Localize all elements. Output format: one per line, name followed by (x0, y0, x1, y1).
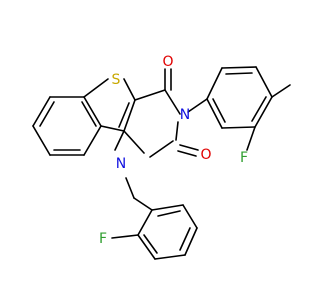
fluoromethylphenyl-group (187, 66, 291, 151)
sulfur-atom-label: S (112, 72, 121, 88)
carbonyl-oxygen-right-label: O (200, 147, 211, 163)
fluorobenzyl-group (111, 177, 198, 260)
thiophene-ring (83, 78, 136, 132)
molecule-drawing: S O O N N F F (32, 54, 291, 260)
ring-nitrogen-label: N (116, 156, 126, 172)
benzo-ring (32, 96, 102, 156)
structure-canvas: S O O N N F F (32, 54, 291, 260)
aryl-fluorine-label: F (240, 150, 248, 166)
benzyl-fluorine-label: F (99, 231, 107, 247)
imide-nitrogen-label: N (180, 107, 190, 123)
carbonyl-oxygen-top-label: O (162, 54, 173, 70)
pyrimidinedione-ring (123, 68, 199, 158)
fusion-bond (114, 130, 125, 151)
